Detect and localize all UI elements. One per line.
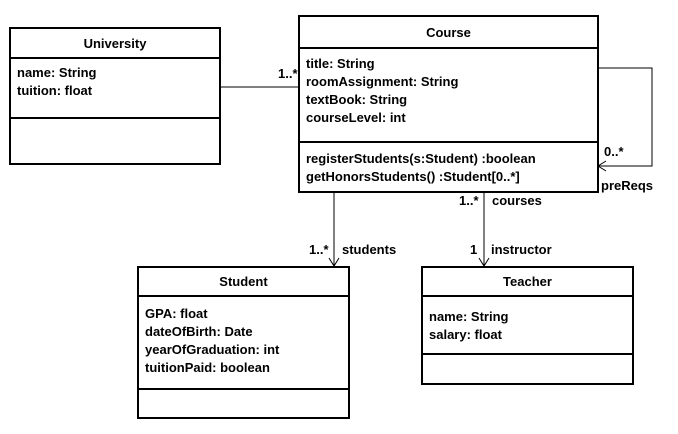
university-methods: [11, 119, 219, 124]
attribute: name: String: [429, 309, 509, 324]
teacher-attributes: name: String salary: float: [423, 297, 632, 355]
students-role: students: [342, 242, 397, 257]
courses-multiplicity: 1..*: [459, 193, 479, 208]
prereqs-multiplicity: 0..*: [604, 144, 624, 159]
student-class-name: Student: [139, 268, 348, 297]
university-course-multiplicity: 1..*: [278, 66, 298, 81]
student-attributes: GPA: float dateOfBirth: Date yearOfGradu…: [139, 297, 348, 390]
attribute: courseLevel: int: [306, 110, 406, 125]
course-prereqs-association: [598, 67, 653, 167]
attribute: GPA: float: [145, 306, 208, 321]
attribute: title: String: [306, 56, 375, 71]
teacher-methods: [423, 355, 632, 360]
attribute: yearOfGraduation: int: [145, 342, 280, 357]
attribute: tuition: float: [17, 83, 93, 98]
teacher-class-name: Teacher: [423, 268, 632, 297]
student-methods: [139, 390, 348, 395]
instructor-role: instructor: [491, 242, 552, 257]
courses-role: courses: [492, 193, 542, 208]
attribute: textBook: String: [306, 92, 408, 107]
attribute: roomAssignment: String: [306, 74, 459, 89]
teacher-class[interactable]: Teacher name: String salary: float: [421, 266, 634, 385]
attribute: name: String: [17, 65, 97, 80]
prereqs-role: preReqs: [601, 178, 654, 193]
student-class[interactable]: Student GPA: float dateOfBirth: Date yea…: [137, 266, 350, 419]
attribute: dateOfBirth: Date: [145, 324, 253, 339]
course-class[interactable]: Course title: String roomAssignment: Str…: [298, 15, 599, 193]
course-attributes: title: String roomAssignment: String tex…: [300, 49, 597, 143]
university-class[interactable]: University name: String tuition: float: [9, 27, 221, 165]
attribute: salary: float: [429, 327, 502, 342]
students-multiplicity: 1..*: [309, 242, 329, 257]
university-attributes: name: String tuition: float: [11, 59, 219, 119]
method: getHonorsStudents() :Student[0..*]: [306, 169, 520, 184]
method: registerStudents(s:Student) :boolean: [306, 151, 536, 166]
attribute: tuitionPaid: boolean: [145, 360, 270, 375]
university-class-name: University: [11, 29, 219, 59]
course-class-name: Course: [300, 17, 597, 49]
course-methods: registerStudents(s:Student) :boolean get…: [300, 143, 597, 186]
instructor-multiplicity: 1: [470, 242, 478, 257]
